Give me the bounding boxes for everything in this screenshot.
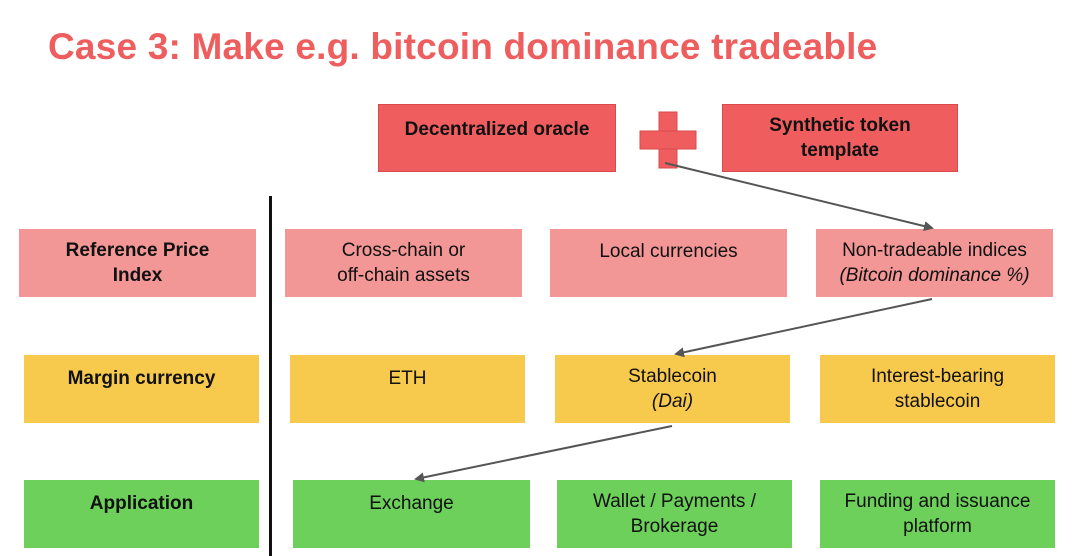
slide-title: Case 3: Make e.g. bitcoin dominance trad… — [48, 26, 878, 67]
margin-label-line1: Margin currency — [67, 368, 216, 389]
synthetic-token-template-box: Synthetic token template — [722, 104, 958, 172]
margin-currency-label: Margin currency — [24, 355, 259, 423]
non-tradeable-line1: Non-tradeable indices — [842, 240, 1027, 261]
stablecoin-line2: (Dai) — [651, 391, 694, 412]
arrow-stablecoin-to-exchange — [414, 425, 673, 483]
synthetic-token-label-line2: template — [800, 140, 880, 161]
eth-label: ETH — [388, 368, 427, 389]
funding-line2: platform — [903, 516, 972, 537]
arrow-oracle-to-indices — [664, 162, 934, 231]
funding-issuance-platform-box: Funding and issuance platform — [820, 480, 1055, 548]
cross-chain-assets-box: Cross-chain or off-chain assets — [285, 229, 522, 297]
exchange-box: Exchange — [293, 480, 530, 548]
stablecoin-line1: Stablecoin — [628, 366, 717, 387]
wallet-line2: Brokerage — [630, 516, 719, 537]
local-currencies-label: Local currencies — [599, 241, 738, 262]
cross-chain-line1: Cross-chain or — [341, 240, 466, 261]
application-label: Application — [24, 480, 259, 548]
arrow-indices-to-stablecoin — [674, 298, 933, 358]
local-currencies-box: Local currencies — [550, 229, 787, 297]
application-label-line1: Application — [89, 493, 194, 514]
wallet-payments-brokerage-box: Wallet / Payments / Brokerage — [557, 480, 792, 548]
synthetic-token-label-line1: Synthetic token — [769, 115, 911, 136]
exchange-label: Exchange — [369, 493, 454, 514]
wallet-line1: Wallet / Payments / — [593, 491, 756, 512]
reference-label-line2: Index — [112, 265, 163, 286]
vertical-divider — [269, 196, 272, 556]
non-tradeable-line2: (Bitcoin dominance %) — [839, 265, 1030, 286]
stablecoin-box: Stablecoin (Dai) — [555, 355, 790, 423]
interest-bearing-line2: stablecoin — [894, 391, 981, 412]
reference-label-line1: Reference Price — [65, 240, 210, 261]
interest-bearing-line1: Interest-bearing — [870, 366, 1005, 387]
eth-box: ETH — [290, 355, 525, 423]
cross-chain-line2: off-chain assets — [337, 265, 470, 286]
non-tradeable-indices-box: Non-tradeable indices (Bitcoin dominance… — [816, 229, 1053, 297]
funding-line1: Funding and issuance — [844, 491, 1031, 512]
decentralized-oracle-box: Decentralized oracle — [378, 104, 616, 172]
decentralized-oracle-label: Decentralized oracle — [404, 119, 590, 140]
plus-icon — [639, 111, 697, 169]
reference-price-index-label: Reference Price Index — [19, 229, 256, 297]
interest-bearing-stablecoin-box: Interest-bearing stablecoin — [820, 355, 1055, 423]
